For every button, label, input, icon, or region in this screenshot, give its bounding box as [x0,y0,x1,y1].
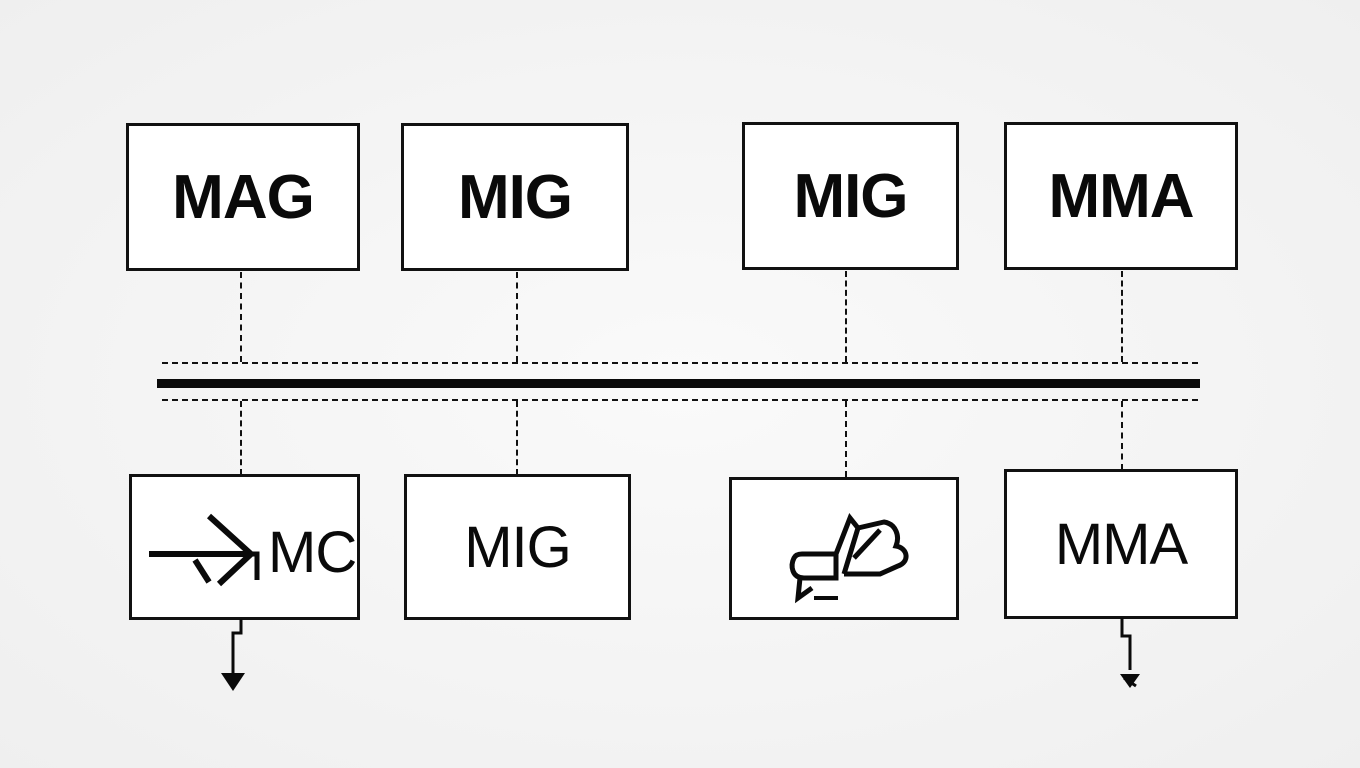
bottom-box-scribble [729,477,959,620]
connector-top-2 [516,272,518,362]
output-arrow-left-icon [221,619,245,691]
connector-bottom-4 [1121,401,1123,470]
arrow-mc-glyph-icon [149,513,260,587]
top-box-label: MIG [457,162,573,232]
connector-bottom-1 [240,401,242,475]
bus-bar [157,379,1200,388]
output-arrow-right-icon [1120,618,1140,688]
bus-rail-upper [162,362,1198,364]
top-box-mma: MMA [1004,122,1238,270]
connector-top-1 [240,272,242,362]
bottom-box-label: MC [268,520,357,585]
connector-top-3 [845,271,847,362]
connector-bottom-3 [845,401,847,477]
top-box-label: MIG [793,161,908,231]
top-box-label: MAG [172,162,315,232]
top-box-mig-2: MIG [742,122,959,270]
top-box-mig-1: MIG [401,123,629,271]
connector-top-4 [1121,271,1123,362]
top-box-mag: MAG [126,123,360,271]
connector-bottom-2 [516,401,518,475]
bottom-box-mma: MMA [1004,469,1238,619]
scribble-glyph-icon [789,513,909,604]
bottom-box-mig: MIG [404,474,631,620]
top-box-label: MMA [1048,161,1194,231]
bottom-box-mc: MC [129,474,360,620]
bottom-box-label: MMA [1054,511,1188,577]
bus-rail-lower [162,399,1198,401]
bottom-box-label: MIG [464,514,572,580]
